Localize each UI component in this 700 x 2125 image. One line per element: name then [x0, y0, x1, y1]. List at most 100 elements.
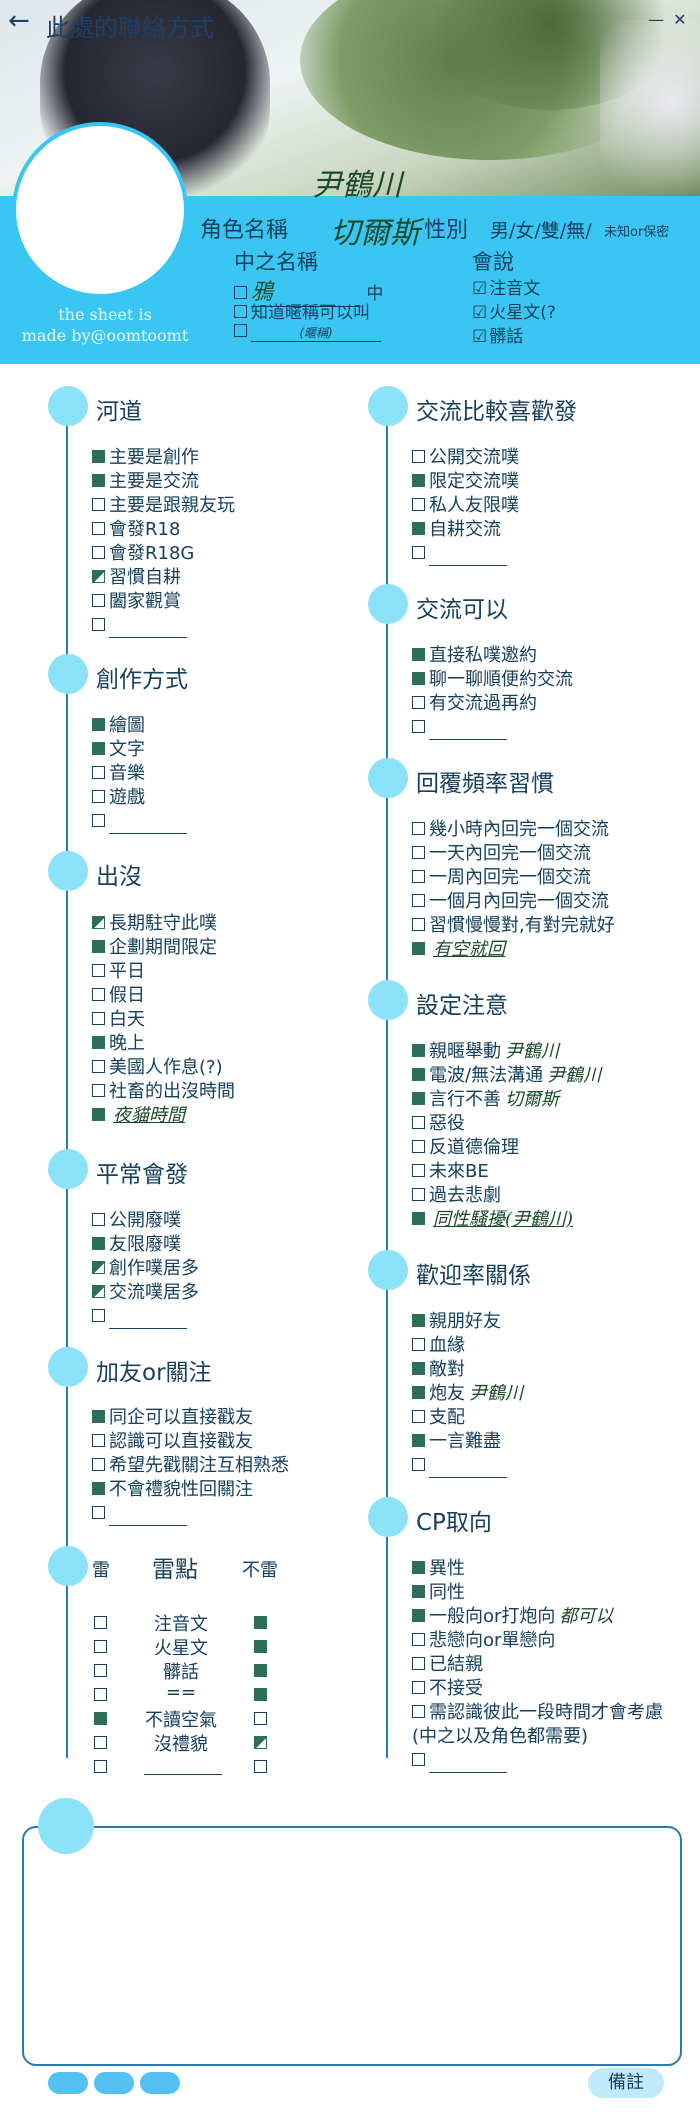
blank-line[interactable]	[429, 549, 507, 566]
can-item[interactable]	[412, 716, 507, 740]
checkbox[interactable]	[92, 593, 105, 607]
checkbox[interactable]	[92, 1284, 105, 1298]
appear-item[interactable]: 平日	[92, 960, 145, 984]
checkbox[interactable]	[412, 1163, 425, 1177]
checkbox[interactable]	[92, 789, 105, 803]
welcome-item[interactable]: 炮友尹鶴川	[412, 1382, 523, 1406]
checkbox[interactable]	[412, 497, 425, 511]
mines-right-checkbox[interactable]	[254, 1640, 267, 1653]
checkbox[interactable]	[412, 1560, 425, 1574]
checkbox[interactable]	[92, 521, 105, 535]
checkbox[interactable]	[412, 1457, 425, 1471]
blank-line[interactable]	[429, 1461, 507, 1478]
checkbox[interactable]	[412, 1608, 425, 1622]
setting-item[interactable]: 親暱舉動尹鶴川	[412, 1040, 559, 1064]
creation-item[interactable]	[92, 810, 187, 834]
checkbox[interactable]	[412, 1313, 425, 1327]
checkbox[interactable]	[412, 1433, 425, 1447]
mines-right-checkbox[interactable]	[254, 1616, 267, 1629]
hedao-item[interactable]: 習慣自耕	[92, 566, 181, 590]
reply-item[interactable]: 一周內回完一個交流	[412, 866, 591, 890]
notes-box[interactable]	[22, 1826, 682, 2066]
checkbox[interactable]	[92, 1457, 105, 1471]
checkbox[interactable]	[92, 1059, 105, 1073]
setting-item[interactable]: 惡役	[412, 1112, 465, 1136]
checkbox[interactable]	[412, 917, 425, 931]
mines-left-checkbox[interactable]	[94, 1736, 107, 1749]
cp-item[interactable]: (中之以及角色都需要)	[412, 1725, 588, 1749]
back-arrow-icon[interactable]: ←	[8, 6, 30, 36]
mines-right-checkbox[interactable]	[254, 1688, 267, 1701]
usual-item[interactable]	[92, 1305, 187, 1329]
checkbox[interactable]	[92, 1236, 105, 1250]
checkbox[interactable]	[92, 939, 105, 953]
checkbox[interactable]	[412, 1091, 425, 1105]
checkbox[interactable]	[412, 893, 425, 907]
reply-item[interactable]: 習慣慢慢對,有對完就好	[412, 914, 615, 938]
checkbox[interactable]	[412, 545, 425, 559]
mines-left-checkbox[interactable]	[94, 1712, 107, 1725]
cp-item[interactable]: 已結親	[412, 1653, 483, 1677]
cp-item[interactable]: 一般向or打炮向都可以	[412, 1605, 613, 1629]
mines-left-checkbox[interactable]	[94, 1640, 107, 1653]
checkbox[interactable]	[92, 987, 105, 1001]
prefer-item[interactable]: 私人友限噗	[412, 494, 519, 518]
reply-item[interactable]: 一個月內回完一個交流	[412, 890, 609, 914]
checkbox[interactable]	[412, 1385, 425, 1399]
checkbox[interactable]	[92, 813, 105, 827]
cp-item[interactable]: 不接受	[412, 1677, 483, 1701]
blank-line[interactable]	[109, 817, 187, 834]
avatar[interactable]	[12, 122, 188, 298]
reply-item[interactable]: 幾小時內回完一個交流	[412, 818, 609, 842]
checkbox[interactable]	[412, 1211, 425, 1225]
speaks-option-1[interactable]: ☑注音文	[472, 274, 540, 299]
usual-item[interactable]: 交流噗居多	[92, 1281, 199, 1305]
checkbox[interactable]	[412, 1656, 425, 1670]
setting-item[interactable]: 反道德倫理	[412, 1136, 519, 1160]
hedao-item[interactable]	[92, 614, 187, 638]
checkbox[interactable]	[412, 1187, 425, 1201]
checkbox[interactable]	[412, 1632, 425, 1646]
appear-item[interactable]: 晚上	[92, 1032, 145, 1056]
checkbox[interactable]	[412, 1067, 425, 1081]
cn-option-3[interactable]: (暱稱)	[234, 322, 381, 342]
prefer-item[interactable]	[412, 542, 507, 566]
hedao-item[interactable]: 闔家觀賞	[92, 590, 181, 614]
friend-item[interactable]: 認識可以直接戳友	[92, 1430, 253, 1454]
checkbox[interactable]	[92, 1260, 105, 1274]
checkbox[interactable]	[234, 323, 247, 337]
checkbox[interactable]	[412, 1337, 425, 1351]
checkbox[interactable]	[412, 671, 425, 685]
mines-left-checkbox[interactable]	[94, 1664, 107, 1677]
checkbox[interactable]	[92, 1505, 105, 1519]
hedao-item[interactable]: 主要是跟親友玩	[92, 494, 235, 518]
mines-right-checkbox[interactable]	[254, 1760, 267, 1773]
window-controls-icon[interactable]: — ✕	[648, 10, 689, 29]
speaks-option-2[interactable]: ☑火星文(?	[472, 298, 556, 323]
welcome-item[interactable]: 血緣	[412, 1334, 465, 1358]
checkbox[interactable]	[412, 473, 425, 487]
setting-item[interactable]: 言行不善切爾斯	[412, 1088, 559, 1112]
checkbox[interactable]	[92, 1481, 105, 1495]
checkbox[interactable]	[92, 1035, 105, 1049]
mines-right-checkbox[interactable]	[254, 1712, 267, 1725]
checkbox[interactable]	[92, 963, 105, 977]
mines-left-checkbox[interactable]	[94, 1760, 107, 1773]
checkbox[interactable]	[412, 941, 425, 955]
checkbox[interactable]	[92, 1011, 105, 1025]
reply-item[interactable]: 一天內回完一個交流	[412, 842, 591, 866]
blank-line[interactable]	[109, 621, 187, 638]
blank-line[interactable]	[429, 1756, 507, 1773]
welcome-item[interactable]: 敵對	[412, 1358, 465, 1382]
creation-item[interactable]: 繪圖	[92, 714, 145, 738]
mines-left-checkbox[interactable]	[94, 1616, 107, 1629]
checkbox[interactable]	[92, 1433, 105, 1447]
checkbox[interactable]	[92, 617, 105, 631]
can-item[interactable]: 直接私噗邀約	[412, 644, 537, 668]
checkbox[interactable]	[92, 765, 105, 779]
setting-item[interactable]: 同性騷擾(尹鶴川)	[412, 1208, 573, 1232]
friend-item[interactable]: 不會禮貌性回關注	[92, 1478, 253, 1502]
usual-item[interactable]: 友限廢噗	[92, 1233, 181, 1257]
mines-right-checkbox[interactable]	[254, 1664, 267, 1677]
blank-line[interactable]	[144, 1774, 222, 1775]
